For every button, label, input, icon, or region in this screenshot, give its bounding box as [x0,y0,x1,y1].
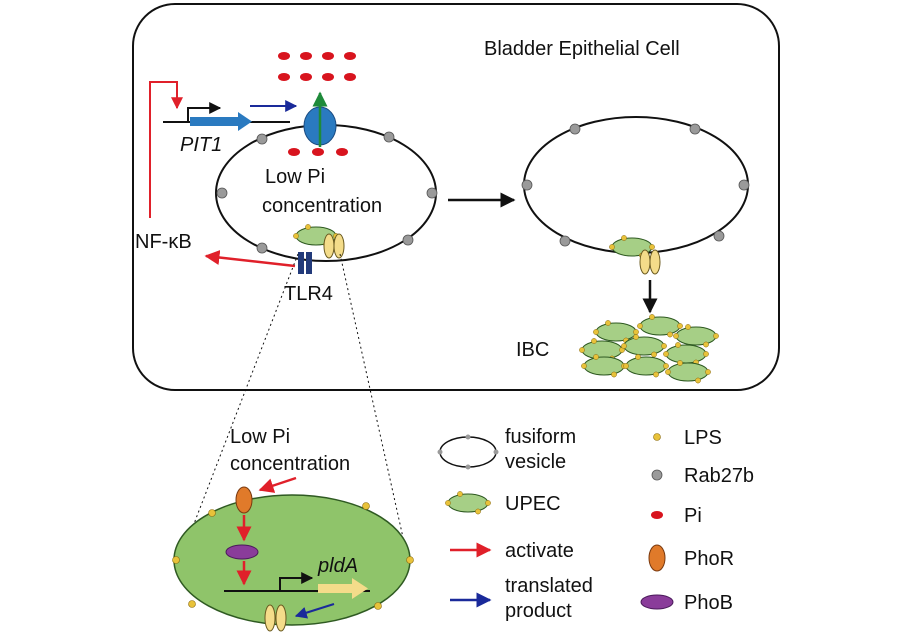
pit1-transporter [303,91,337,147]
legend-upec: UPEC [444,490,561,515]
vesicle-label-line1: Low Pi [265,166,325,188]
legend-lps-label: LPS [684,427,722,449]
cell-boundary [132,3,780,391]
plda-gene [224,572,370,599]
pit1-gene [163,100,298,131]
zoom-line-right [339,253,409,561]
legend-activate: activate [450,540,574,562]
legend-translated-label-1: translated [505,575,593,597]
nfkb-label: NF-κB [135,231,192,253]
ibc-cluster [578,313,720,384]
legend-rab27b: Rab27b [651,465,754,487]
legend-pi: Pi [651,505,702,527]
tlr4-to-nfkb-arrow [204,250,296,268]
tlr4-label: TLR4 [284,283,333,305]
legend-phor: PhoR [648,544,734,572]
phob-protein [225,544,259,560]
phor-protein [235,486,253,514]
lowpi-to-phor-arrow [258,476,297,493]
pi-cluster-top [278,52,356,81]
pit1-label: PIT1 [180,134,222,156]
plda-translated-arrow [294,603,335,619]
upec-in-vesicle [292,223,345,259]
fusiform-vesicle-right [523,116,749,254]
legend-lps: LPS [653,427,722,449]
legend-rab27b-label: Rab27b [684,465,754,487]
legend-activate-label: activate [505,540,574,562]
legend-fusiform-vesicle: fusiform vesicle [437,426,576,473]
plda-protein [264,604,287,632]
nfkb-feedback-arrow [149,81,183,218]
legend-upec-label: UPEC [505,493,561,515]
rab27b-markers-right [521,123,750,247]
vesicle-label-line2: concentration [262,195,382,217]
ibc-label: IBC [516,339,549,361]
legend-fusiform-label-2: vesicle [505,451,566,473]
zoom-label-line1: Low Pi [230,426,290,448]
legend-phor-label: PhoR [684,548,734,570]
tlr4-receptor [298,252,312,274]
rab27b-markers-left [216,131,438,254]
pi-cluster-inside [288,148,348,156]
legend-translated-label-2: product [505,600,572,622]
zoom-label-line2: concentration [230,453,350,475]
legend-pi-label: Pi [684,505,702,527]
legend-translated: translated product [450,575,593,622]
legend-phob-label: PhoB [684,592,733,614]
legend-phob: PhoB [640,592,733,614]
legend-fusiform-label-1: fusiform [505,426,576,448]
zoomed-lps [172,502,414,610]
upec-escaping [608,234,661,275]
cell-title: Bladder Epithelial Cell [484,38,680,60]
plda-label: pldA [317,555,358,577]
